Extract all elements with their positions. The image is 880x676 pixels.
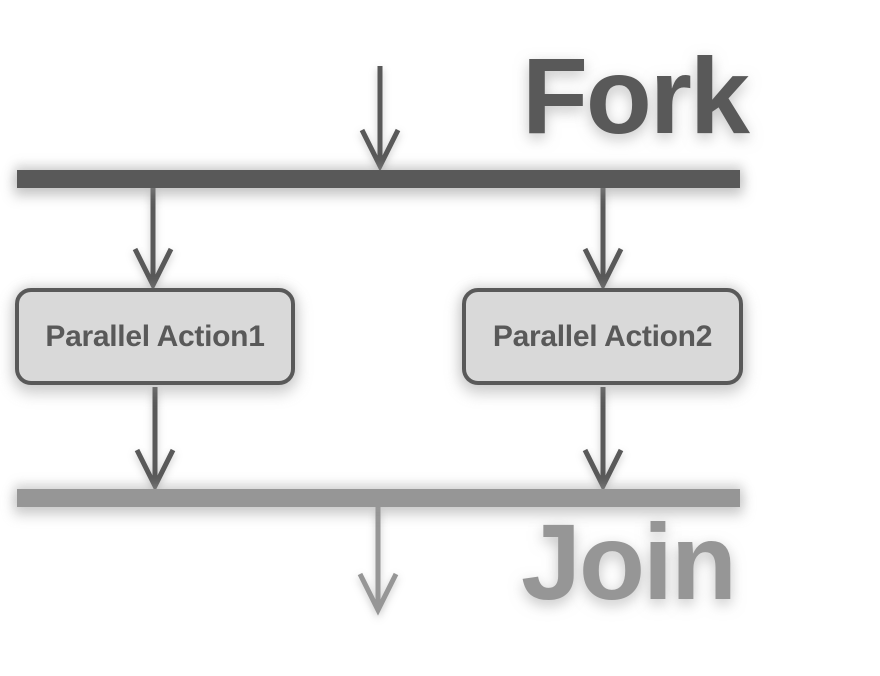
input-arrow [359, 66, 401, 172]
join-bar [17, 489, 740, 507]
action-node-1-label: Parallel Action1 [45, 319, 265, 353]
action-node-2: Parallel Action2 [462, 288, 743, 385]
action2-to-join-arrow [582, 387, 624, 492]
join-label: Join [520, 501, 737, 622]
action-node-2-label: Parallel Action2 [492, 319, 713, 353]
action-node-1: Parallel Action1 [15, 288, 295, 385]
fork-label: Fork [521, 35, 750, 156]
output-arrow [357, 507, 399, 616]
action1-to-join-arrow [134, 387, 176, 492]
fork-to-action2-arrow [582, 188, 624, 291]
fork-to-action1-arrow [132, 188, 174, 291]
fork-bar [17, 170, 740, 188]
